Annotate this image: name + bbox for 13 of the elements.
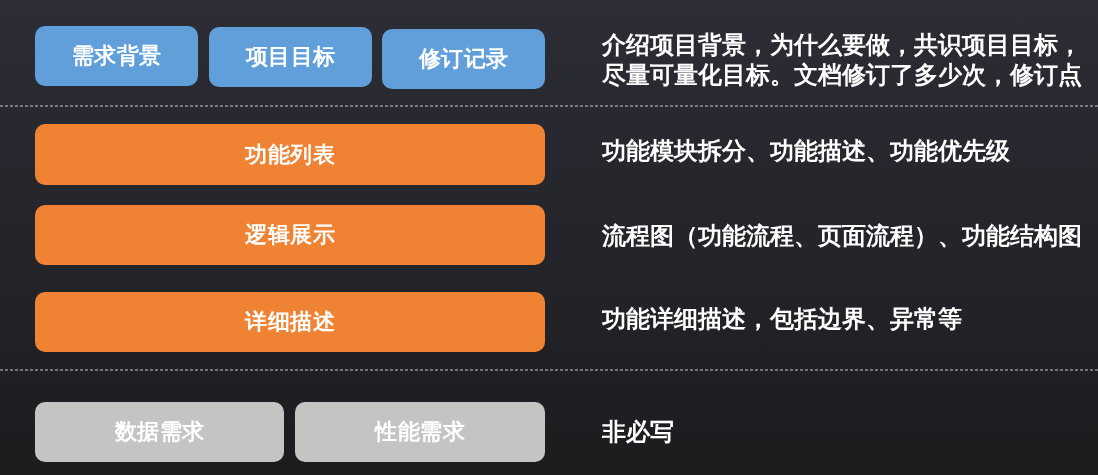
rounded-box: 数据需求 [35, 402, 284, 462]
rounded-box: 逻辑展示 [35, 205, 545, 265]
description-text: 功能模块拆分、功能描述、功能优先级 [602, 136, 1010, 166]
description-text: 非必写 [602, 417, 674, 447]
rounded-box: 性能需求 [295, 402, 545, 462]
description-text: 功能详细描述，包括边界、异常等 [602, 304, 962, 334]
rounded-box: 功能列表 [35, 124, 545, 185]
rounded-box: 项目目标 [209, 27, 372, 87]
rounded-box: 修订记录 [382, 29, 545, 89]
rounded-box: 需求背景 [35, 26, 198, 86]
description-text: 流程图（功能流程、页面流程）、功能结构图 [602, 221, 1082, 251]
rounded-box: 详细描述 [35, 292, 545, 352]
description-text: 介绍项目背景，为什么要做，共识项目目标，尽量可量化目标。文档修订了多少次，修订点 [602, 30, 1082, 90]
